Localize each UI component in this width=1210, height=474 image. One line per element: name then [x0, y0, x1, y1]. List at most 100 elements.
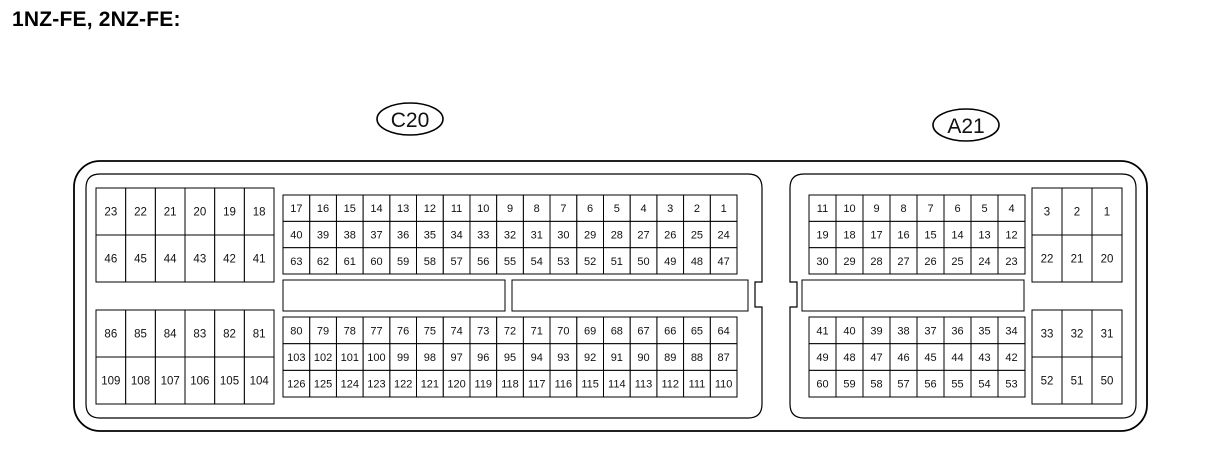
pin-label: 92: [584, 352, 596, 364]
pin-label: 12: [1005, 229, 1017, 241]
pin-label: 9: [873, 203, 879, 215]
pin-label: 45: [924, 352, 936, 364]
pin-label: 22: [1041, 254, 1054, 266]
pin-label: 95: [504, 352, 516, 364]
ecu-housing: [73, 160, 1148, 432]
pin-label: 48: [691, 256, 703, 268]
pin-label: 10: [843, 203, 855, 215]
pin-label: 12: [424, 203, 436, 215]
pin-label: 85: [134, 329, 147, 341]
pin-label: 8: [900, 203, 906, 215]
pin-label: 109: [101, 376, 120, 388]
pin-label: 90: [637, 352, 649, 364]
pin-label: 10: [477, 203, 489, 215]
pin-label: 123: [367, 379, 385, 391]
pin-cell: [709, 247, 738, 275]
pin-label: 96: [477, 352, 489, 364]
pin-label: 25: [691, 229, 703, 241]
pin-label: 103: [287, 352, 305, 364]
pin-label: 18: [253, 207, 266, 219]
pin-label: 47: [870, 352, 882, 364]
pin-label: 60: [370, 256, 382, 268]
pin-label: 91: [611, 352, 623, 364]
pin-label: 35: [978, 325, 990, 337]
pin-label: 46: [104, 254, 117, 266]
pin-label: 61: [344, 256, 356, 268]
pin-label: 41: [816, 325, 828, 337]
pin-label: 30: [816, 256, 828, 268]
pin-label: 110: [715, 379, 733, 391]
pin-label: 125: [314, 379, 332, 391]
pin-label: 53: [1005, 379, 1017, 391]
pin-label: 118: [501, 379, 519, 391]
pin-label: 2: [1074, 207, 1080, 219]
pin-label: 50: [637, 256, 649, 268]
pin-cell: [709, 369, 738, 398]
pin-label: 29: [584, 229, 596, 241]
pin-label: 119: [475, 379, 493, 391]
pin-label: 55: [951, 379, 963, 391]
page-title: 1NZ-FE, 2NZ-FE:: [12, 8, 181, 31]
pin-cell: [1091, 234, 1123, 283]
pin-label: 93: [557, 352, 569, 364]
pin-label: 64: [718, 325, 730, 337]
pin-label: 126: [287, 379, 305, 391]
pin-label: 7: [927, 203, 933, 215]
pin-label: 26: [924, 256, 936, 268]
pin-label: 36: [397, 229, 409, 241]
pin-label: 66: [664, 325, 676, 337]
pin-label: 101: [341, 352, 359, 364]
pin-label: 37: [924, 325, 936, 337]
pin-label: 68: [611, 325, 623, 337]
pin-label: 16: [317, 203, 329, 215]
pin-label: 27: [897, 256, 909, 268]
pin-label: 8: [534, 203, 540, 215]
pin-label: 33: [477, 229, 489, 241]
pin-label: 75: [424, 325, 436, 337]
pin-label: 24: [978, 256, 990, 268]
pin-label: 112: [661, 379, 679, 391]
pin-label: 26: [664, 229, 676, 241]
pin-label: 21: [1071, 254, 1084, 266]
pin-label: 38: [897, 325, 909, 337]
pin-label: 2: [694, 203, 700, 215]
pin-label: 76: [397, 325, 409, 337]
pin-label: 37: [370, 229, 382, 241]
pin-label: 14: [951, 229, 963, 241]
pin-label: 54: [978, 379, 990, 391]
pin-label: 62: [317, 256, 329, 268]
pin-label: 94: [531, 352, 543, 364]
pin-label: 57: [450, 256, 462, 268]
pin-label: 29: [843, 256, 855, 268]
pin-label: 14: [370, 203, 382, 215]
pin-cell: [997, 369, 1026, 398]
pin-label: 34: [1005, 325, 1017, 337]
pin-label: 82: [223, 329, 236, 341]
pin-label: 22: [134, 207, 147, 219]
pin-label: 40: [290, 229, 302, 241]
pin-label: 89: [664, 352, 676, 364]
pin-label: 81: [253, 329, 266, 341]
pin-label: 53: [557, 256, 569, 268]
pin-label: 55: [504, 256, 516, 268]
pin-label: 116: [555, 379, 573, 391]
pin-label: 23: [1005, 256, 1017, 268]
pin-label: 11: [817, 203, 828, 215]
pin-label: 11: [451, 203, 462, 215]
pin-label: 39: [317, 229, 329, 241]
pin-label: 18: [843, 229, 855, 241]
pin-label: 46: [897, 352, 909, 364]
pin-label: 100: [367, 352, 385, 364]
pin-label: 77: [370, 325, 382, 337]
pin-cell: [997, 247, 1026, 275]
pin-label: 24: [718, 229, 730, 241]
pin-label: 49: [816, 352, 828, 364]
pin-label: 51: [1071, 376, 1084, 388]
pin-label: 45: [134, 254, 147, 266]
pin-label: 69: [584, 325, 596, 337]
a21-label: A21: [947, 115, 984, 138]
pin-label: 16: [897, 229, 909, 241]
pin-label: 6: [954, 203, 960, 215]
